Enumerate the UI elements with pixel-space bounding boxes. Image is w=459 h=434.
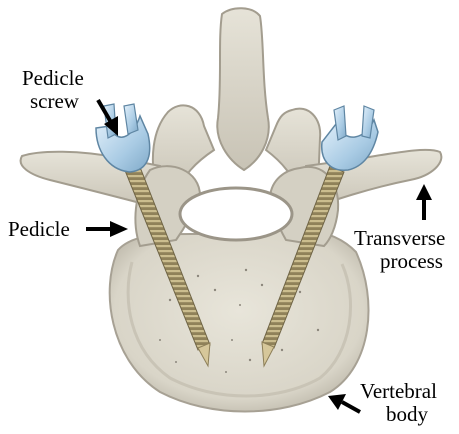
arrow-pedicle [86, 221, 128, 237]
arrow-vertebral-body [328, 394, 360, 412]
label-vertebral-body-line2: body [386, 402, 429, 426]
label-pedicle-screw-line1: Pedicle [22, 66, 84, 90]
label-pedicle: Pedicle [8, 217, 70, 241]
label-vertebral-body-line1: Vertebral [360, 379, 437, 403]
vertebral-body [110, 229, 369, 412]
arrow-transverse-process [416, 184, 432, 220]
label-transverse-process-line1: Transverse [354, 226, 445, 250]
vertebral-foramen [180, 188, 292, 240]
spinous-process [217, 8, 268, 170]
label-transverse-process-line2: process [380, 249, 443, 273]
label-pedicle-screw-line2: screw [30, 89, 80, 113]
